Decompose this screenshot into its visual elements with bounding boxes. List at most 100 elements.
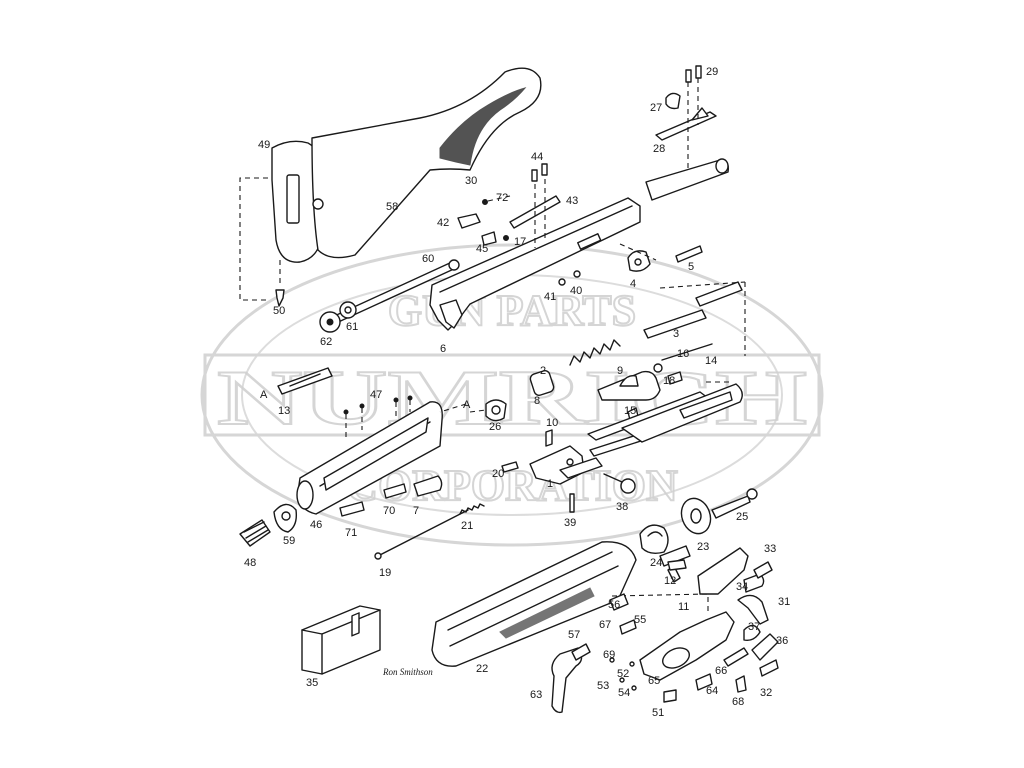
trigger-spring-57 bbox=[571, 643, 591, 661]
magazine-cap-swivel bbox=[273, 503, 298, 533]
firing-pin-retainer bbox=[619, 375, 639, 387]
callout-50: 50 bbox=[273, 305, 285, 317]
forearm-inner-edge bbox=[449, 565, 619, 647]
trigger-plate-pin-64 bbox=[695, 673, 713, 691]
callout-56: 56 bbox=[608, 599, 620, 611]
recoil-ring bbox=[639, 524, 669, 555]
carrier-dog bbox=[559, 457, 603, 479]
callout-60: 60 bbox=[422, 253, 434, 265]
callout-labels: 1 2 3 4 5 6 7 8 9 10 11 12 13 14 15 16 1… bbox=[244, 66, 790, 719]
action-bar-slot bbox=[679, 391, 733, 419]
callout-22: 22 bbox=[476, 663, 488, 675]
callout-62: 62 bbox=[320, 336, 332, 348]
sight-screw bbox=[541, 163, 548, 176]
lock-washer-hole bbox=[344, 306, 352, 314]
trigger-detent-52 bbox=[629, 661, 635, 667]
action-spring-tube bbox=[643, 309, 707, 339]
callout-ref-a-right: A bbox=[463, 399, 471, 411]
callout-20: 20 bbox=[492, 468, 504, 480]
trigger bbox=[551, 647, 583, 714]
receiver-group bbox=[429, 197, 641, 331]
pin-72 bbox=[482, 199, 488, 205]
carrier-latch-line bbox=[619, 243, 657, 261]
extractor bbox=[667, 371, 683, 385]
callout-23: 23 bbox=[697, 541, 709, 553]
receiver-ejection-port bbox=[577, 233, 602, 250]
butt-plate-slot bbox=[286, 174, 300, 224]
callout-10: 10 bbox=[546, 417, 558, 429]
forearm bbox=[431, 541, 637, 667]
callout-72: 72 bbox=[496, 192, 508, 204]
follower-line bbox=[469, 409, 487, 413]
sight-screw-29b bbox=[695, 65, 702, 79]
recoil-bolt-head bbox=[746, 488, 758, 500]
receiver-top-edge bbox=[439, 205, 633, 293]
callout-65: 65 bbox=[648, 675, 660, 687]
action-parts-group bbox=[529, 281, 746, 421]
callout-58: 58 bbox=[386, 201, 398, 213]
sight-blade bbox=[691, 107, 709, 121]
upper-small-parts bbox=[457, 163, 561, 248]
callout-67: 67 bbox=[599, 619, 611, 631]
callout-9: 9 bbox=[617, 365, 623, 377]
trigger-spring-69 bbox=[609, 657, 615, 663]
fore-end-channel bbox=[323, 417, 429, 491]
barrel-rib-group bbox=[645, 65, 730, 201]
pin-17 bbox=[503, 235, 509, 241]
trigger-pin-66 bbox=[723, 647, 749, 667]
forearm-checkering bbox=[499, 587, 595, 639]
callout-24: 24 bbox=[650, 557, 662, 569]
hammer-spring-seat bbox=[753, 561, 773, 579]
callout-43: 43 bbox=[566, 195, 578, 207]
callout-45: 45 bbox=[476, 243, 488, 255]
recoil-buffer-center bbox=[690, 508, 702, 524]
receiver-front-lug bbox=[439, 299, 463, 329]
callout-4: 4 bbox=[630, 278, 636, 290]
forearm-top-edge bbox=[447, 551, 613, 631]
callout-8: 8 bbox=[534, 395, 540, 407]
callout-71: 71 bbox=[345, 527, 357, 539]
firing-pin bbox=[661, 343, 713, 361]
trigger-plate-12 bbox=[667, 559, 687, 571]
recoil-ring-gap bbox=[647, 531, 663, 537]
fore-end-screw-c bbox=[393, 397, 399, 403]
callout-53: 53 bbox=[597, 680, 609, 692]
callout-51: 51 bbox=[652, 707, 664, 719]
trigger-group bbox=[551, 545, 779, 714]
magazine-box-group bbox=[301, 605, 381, 675]
sight-screw-2 bbox=[531, 169, 538, 182]
action-bar-lock bbox=[457, 213, 481, 229]
carrier-hole bbox=[566, 458, 574, 466]
callout-2: 2 bbox=[540, 365, 546, 377]
callout-28: 28 bbox=[653, 143, 665, 155]
magazine-cap-knurl bbox=[243, 521, 269, 543]
trigger-spring bbox=[737, 594, 769, 625]
carrier-spring-39 bbox=[569, 493, 575, 513]
washer-hole bbox=[326, 318, 334, 326]
magazine-tube-rod bbox=[377, 509, 469, 557]
callout-29: 29 bbox=[706, 66, 718, 78]
callout-47: 47 bbox=[370, 389, 382, 401]
sight-elevation-knob bbox=[665, 92, 681, 110]
carrier-release-line bbox=[603, 473, 623, 483]
magazine-spring-retainer bbox=[383, 483, 407, 499]
callout-59: 59 bbox=[283, 535, 295, 547]
callout-64: 64 bbox=[706, 685, 718, 697]
callout-38: 38 bbox=[616, 501, 628, 513]
buttplate-screw bbox=[275, 289, 285, 307]
carrier-pin bbox=[675, 245, 703, 263]
receiver bbox=[429, 197, 641, 331]
callout-14: 14 bbox=[705, 355, 717, 367]
piston-ring bbox=[529, 370, 555, 396]
magazine-box-edges bbox=[301, 609, 381, 675]
follower-plate-groove bbox=[289, 373, 321, 387]
extractor-spring bbox=[653, 363, 663, 373]
callout-44: 44 bbox=[531, 151, 543, 163]
carrier-pivot-group bbox=[619, 243, 703, 272]
trigger-alignment-line bbox=[611, 593, 709, 612]
carrier-latch-hole bbox=[634, 258, 642, 266]
callout-46: 46 bbox=[310, 519, 322, 531]
callout-ref-a-left: A bbox=[260, 389, 268, 401]
operating-rod-tube bbox=[695, 281, 743, 307]
